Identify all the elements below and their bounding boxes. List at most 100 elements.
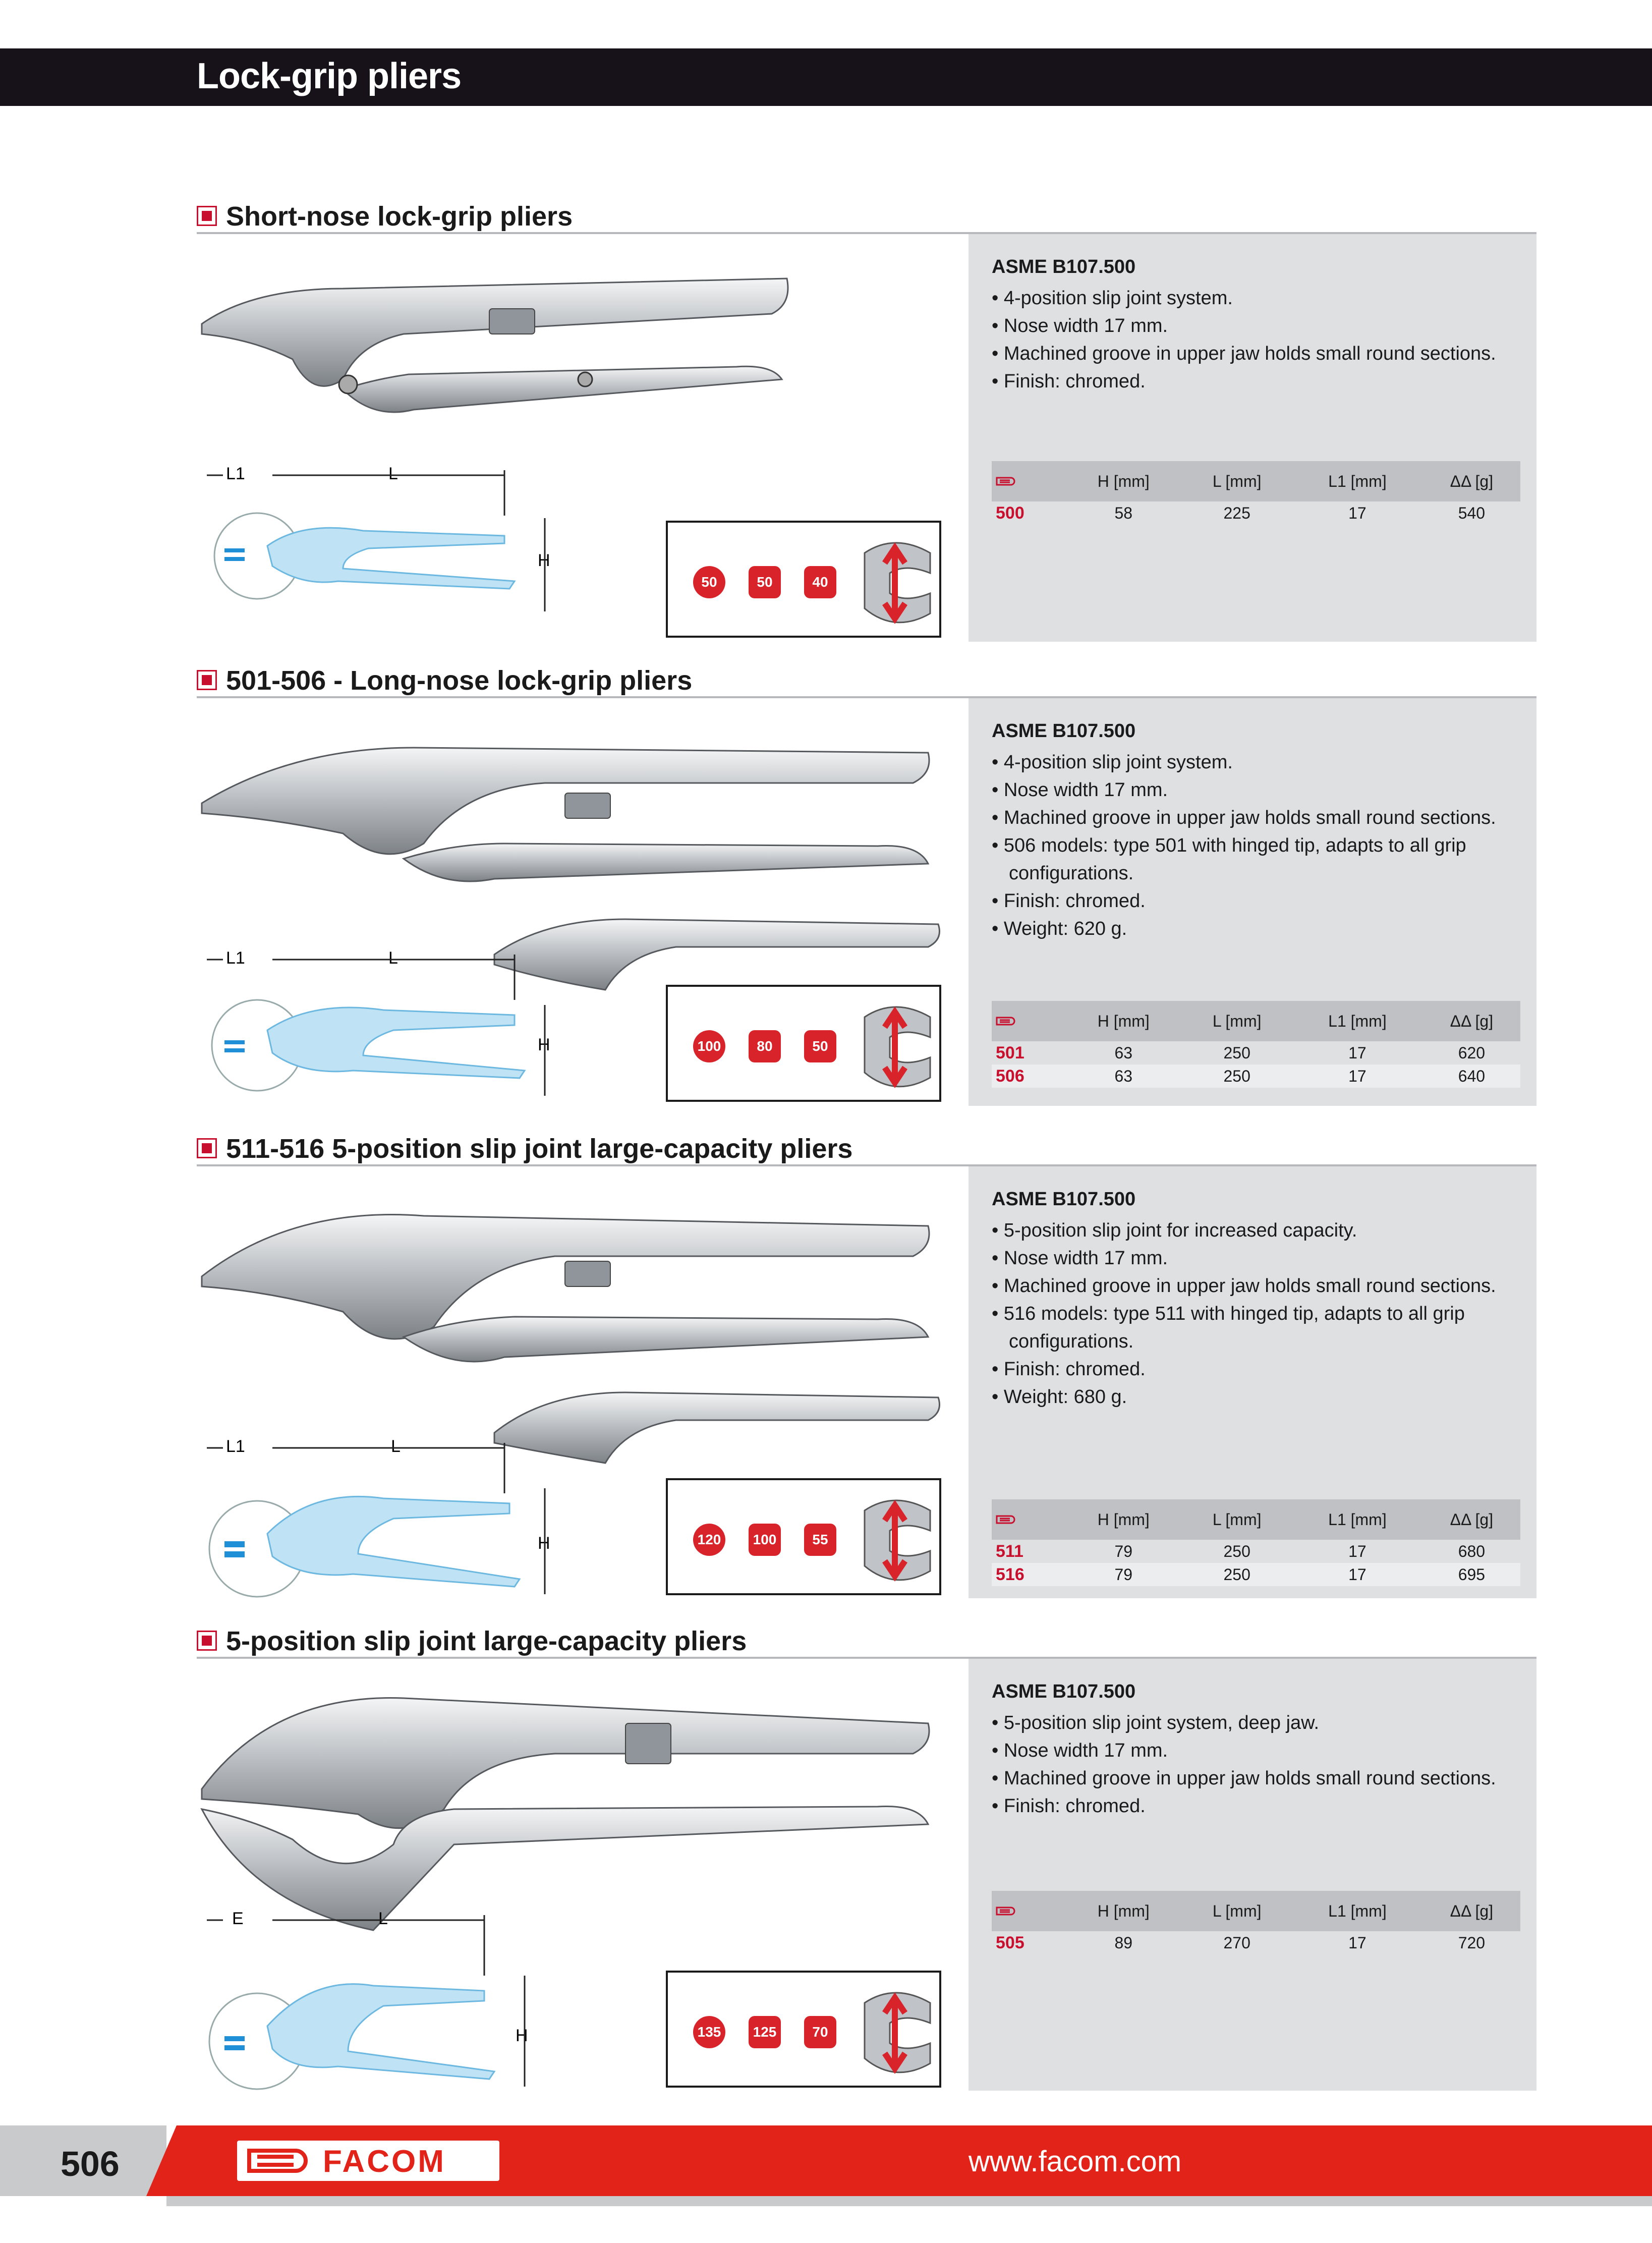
feature-item: 4-position slip joint system. [992, 749, 1521, 776]
footer: 506 FACOM www.facom.com [0, 2125, 1652, 2196]
dim-label-c: H [538, 551, 550, 570]
table-row: 505 89 270 17 720 [992, 1931, 1520, 1954]
feature-list: 4-position slip joint system. Nose width… [992, 285, 1521, 396]
feature-list: 5-position slip joint for increased capa… [992, 1217, 1521, 1411]
dimension-drawing: E L H [207, 1909, 528, 2090]
cell: 250 [1182, 1064, 1292, 1088]
cell: 17 [1348, 1043, 1366, 1062]
ref-cell: 500 [996, 503, 1024, 523]
spec-panel: ASME B107.500 4-position slip joint syst… [969, 234, 1536, 642]
brand-name: FACOM [323, 2144, 446, 2179]
feature-item: Nose width 17 mm. [992, 312, 1521, 340]
standard-label: ASME B107.500 [992, 720, 1136, 742]
dim-label-a: L1 [226, 948, 245, 968]
cell: 17 [1348, 503, 1366, 522]
dim-label-a: E [232, 1909, 244, 1928]
section-title: 511-516 5-position slip joint large-capa… [226, 1134, 853, 1164]
red-square-icon [197, 1138, 217, 1158]
cell: 79 [1114, 1542, 1133, 1560]
col-weight-label: [g] [1475, 1901, 1494, 1920]
cell: 695 [1422, 1563, 1520, 1586]
pliers-photo [200, 1697, 930, 1931]
cell: 250 [1223, 1542, 1250, 1560]
standard-label: ASME B107.500 [992, 1681, 1136, 1702]
col-weight: ΔΔ [g] [1422, 1001, 1520, 1041]
table-row: 501 63 250 17 620 [992, 1041, 1520, 1064]
table-row: 500 58 225 17 540 [992, 501, 1520, 525]
dim-label-c: H [516, 2026, 528, 2045]
footer-underline [166, 2196, 1652, 2206]
cell: 540 [1458, 503, 1486, 522]
cell: 250 [1182, 1563, 1292, 1586]
feature-item: Machined groove in upper jaw holds small… [992, 804, 1521, 832]
jaw-opening-icon [864, 1499, 931, 1582]
spec-panel: ASME B107.500 5-position slip joint syst… [969, 1659, 1536, 2091]
pliers-photo [201, 747, 940, 991]
ref-cell: 506 [992, 1064, 1065, 1088]
jaw-opening-icon [864, 542, 931, 624]
dim-label-a: L1 [226, 1437, 245, 1456]
weight-icon: ΔΔ [1450, 472, 1475, 490]
col-weight-label: [g] [1475, 1510, 1494, 1529]
feature-item: Machined groove in upper jaw holds small… [992, 340, 1521, 368]
capacity-square-icon: 55 [804, 1524, 836, 1556]
spec-table: H [mm] L [mm] L1 [mm] ΔΔ [g] 511 79 250 … [992, 1499, 1520, 1586]
feature-item: Finish: chromed. [992, 887, 1521, 915]
col-l: L [mm] [1182, 461, 1292, 501]
spec-table: H [mm] L [mm] L1 [mm] ΔΔ [g] 500 58 225 … [992, 461, 1520, 525]
capacity-box: 100 80 50 [666, 985, 941, 1102]
table-row: 506 63 250 17 640 [992, 1064, 1520, 1088]
capacity-box: 120 100 55 [666, 1478, 941, 1595]
capacity-hex-icon: 50 [749, 566, 781, 598]
col-l1: L1 [mm] [1292, 1499, 1423, 1540]
dim-label-b: L [378, 1909, 388, 1928]
jaw-opening-icon [864, 1006, 931, 1088]
website-url[interactable]: www.facom.com [969, 2145, 1182, 2178]
dim-label-c: H [538, 1534, 550, 1553]
standard-label: ASME B107.500 [992, 256, 1136, 277]
capacity-round-icon: 50 [693, 566, 725, 598]
section-title: 5-position slip joint large-capacity pli… [226, 1626, 747, 1656]
page-number: 506 [61, 2144, 120, 2183]
cell: 17 [1292, 1563, 1423, 1586]
ref-cell: 516 [992, 1563, 1065, 1586]
section-title: Short-nose lock-grip pliers [226, 201, 573, 232]
col-weight-label: [g] [1475, 472, 1494, 490]
dim-label-b: L [388, 948, 398, 968]
capacity-hex-icon: 100 [749, 1524, 781, 1556]
feature-item: 506 models: type 501 with hinged tip, ad… [992, 832, 1521, 887]
feature-list: 5-position slip joint system, deep jaw. … [992, 1709, 1521, 1820]
feature-item: Nose width 17 mm. [992, 1737, 1521, 1765]
pliers-photo [201, 1214, 940, 1464]
weight-text: Weight: 620 g. [992, 915, 1521, 943]
title-bar: Lock-grip pliers [0, 48, 1652, 106]
page-tab [0, 2125, 166, 2196]
feature-item: Machined groove in upper jaw holds small… [992, 1765, 1521, 1792]
ref-icon [992, 1001, 1065, 1041]
feature-item: Nose width 17 mm. [992, 1245, 1521, 1272]
section-header: 5-position slip joint large-capacity pli… [197, 1622, 1536, 1659]
col-h: H [mm] [1065, 1499, 1182, 1540]
cell: 270 [1223, 1933, 1250, 1952]
feature-item: Machined groove in upper jaw holds small… [992, 1272, 1521, 1300]
spec-panel: ASME B107.500 5-position slip joint for … [969, 1166, 1536, 1598]
dimension-drawing: L1 L H [207, 948, 550, 1096]
section-header: 511-516 5-position slip joint large-capa… [197, 1130, 1536, 1166]
col-l1: L1 [mm] [1292, 1891, 1423, 1931]
cell: 17 [1348, 1933, 1366, 1952]
capacity-square-icon: 40 [804, 566, 836, 598]
red-square-icon [197, 670, 217, 690]
table-row: 511 79 250 17 680 [992, 1540, 1520, 1563]
ref-cell: 505 [996, 1933, 1024, 1952]
capacity-round-icon: 135 [693, 2016, 725, 2048]
page-title: Lock-grip pliers [197, 56, 462, 96]
col-h: H [mm] [1065, 1891, 1182, 1931]
jaw-opening-icon [864, 1992, 931, 2074]
capacity-box: 50 50 40 [666, 521, 941, 638]
feature-item: Finish: chromed. [992, 1356, 1521, 1383]
col-l: L [mm] [1182, 1001, 1292, 1041]
col-l: L [mm] [1182, 1891, 1292, 1931]
cell: 79 [1065, 1563, 1182, 1586]
capacity-round-icon: 100 [693, 1030, 725, 1062]
dim-label-c: H [538, 1035, 550, 1054]
